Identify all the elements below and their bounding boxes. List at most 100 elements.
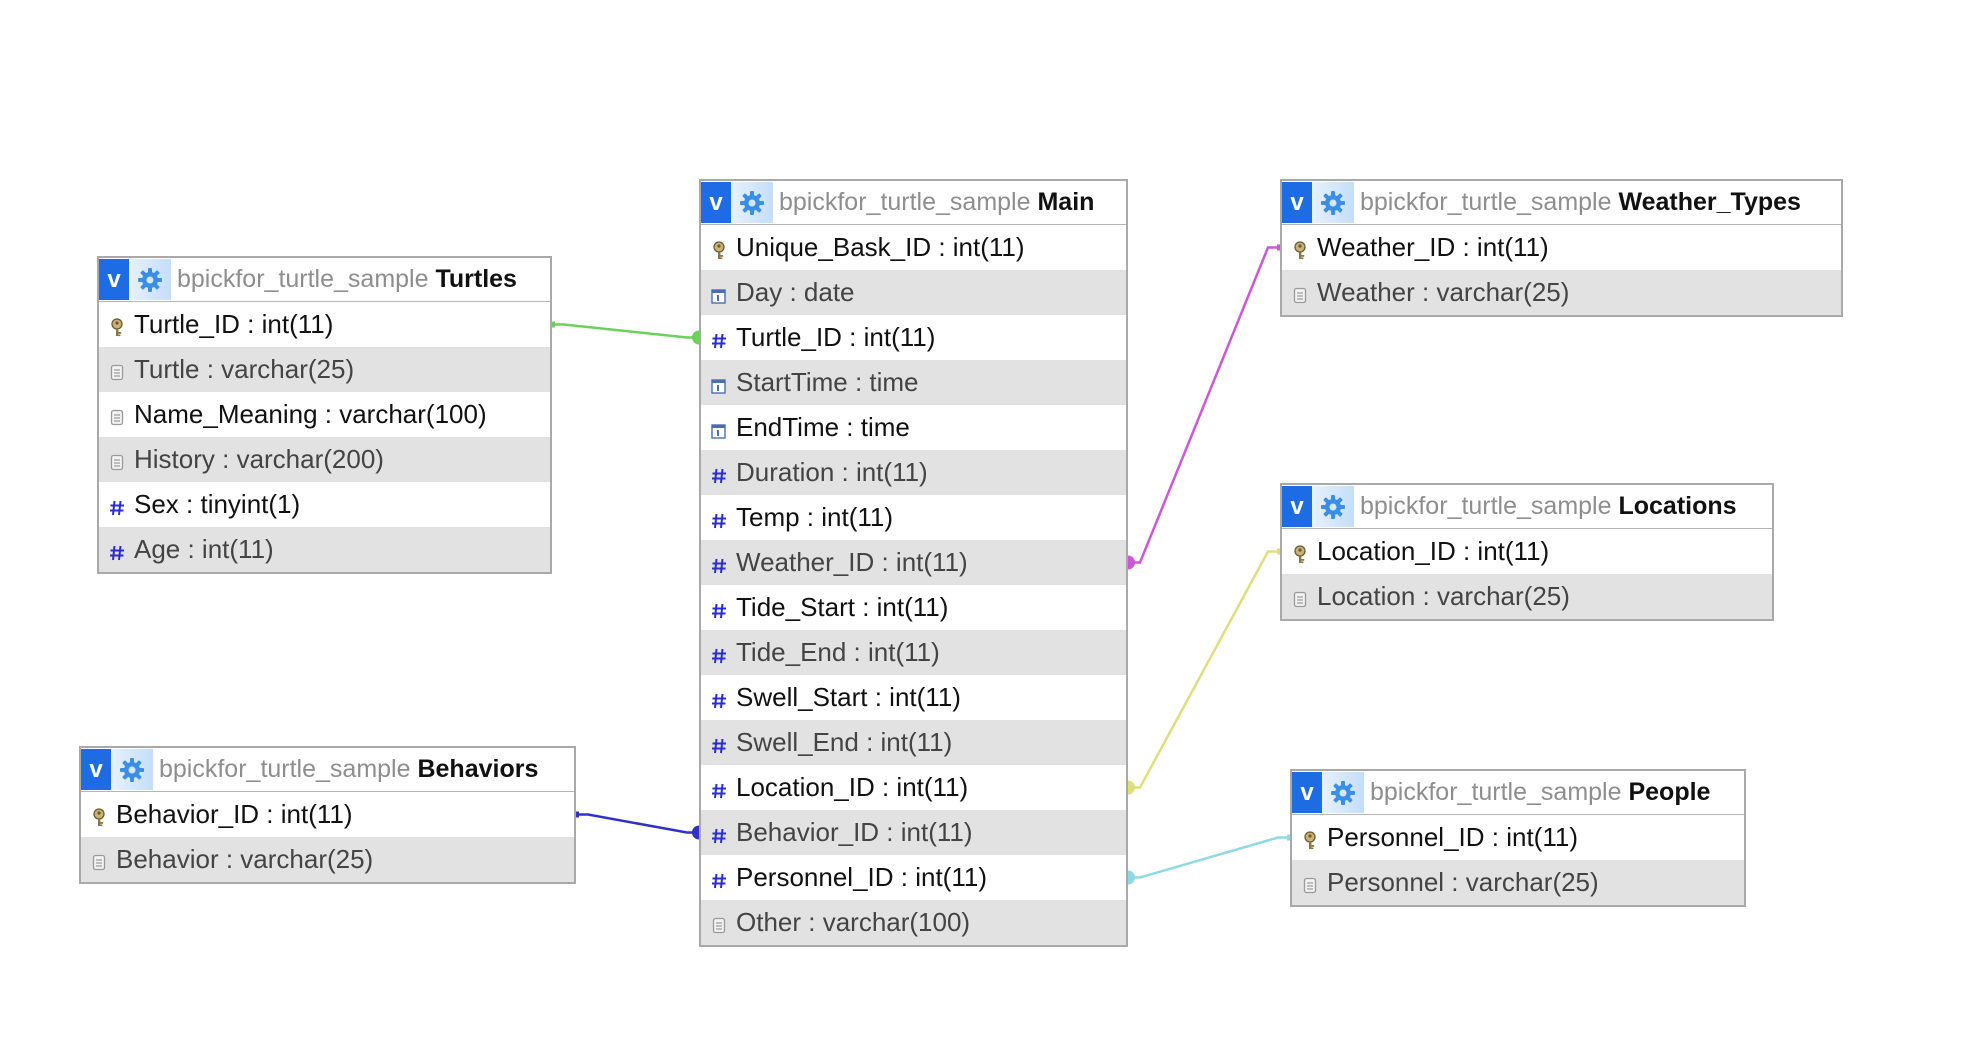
database-name: bpickfor_turtle_sample xyxy=(177,265,429,293)
column-row[interactable]: Behavior_ID : int(11) xyxy=(81,792,574,837)
table-weather-types[interactable]: v bpickfor_turtle_sample Weather_Types W… xyxy=(1280,179,1843,317)
column-label: Age : int(11) xyxy=(134,534,274,564)
hash-icon xyxy=(99,493,134,517)
column-row[interactable]: Duration : int(11) xyxy=(701,450,1126,495)
text-field-icon xyxy=(1282,281,1317,304)
column-row[interactable]: Weather : varchar(25) xyxy=(1282,270,1841,315)
column-list: Personnel_ID : int(11) Personnel : varcha… xyxy=(1292,815,1744,905)
column-row[interactable]: Weather_ID : int(11) xyxy=(701,540,1126,585)
relation-line[interactable] xyxy=(552,323,699,339)
hash-icon xyxy=(701,731,736,755)
column-row[interactable]: Turtle_ID : int(11) xyxy=(99,302,550,347)
table-name: People xyxy=(1628,778,1711,806)
gear-icon[interactable] xyxy=(129,259,171,300)
column-row[interactable]: Other : varchar(100) xyxy=(701,900,1126,945)
text-field-icon xyxy=(99,448,134,471)
database-name: bpickfor_turtle_sample xyxy=(779,188,1031,216)
table-name: Locations xyxy=(1618,492,1737,520)
primary-key-icon xyxy=(1292,825,1327,851)
primary-key-icon xyxy=(81,802,116,828)
table-title: bpickfor_turtle_sample Main xyxy=(773,188,1102,217)
table-turtles[interactable]: v bpickfor_turtle_sample Turtles Turtle_… xyxy=(97,256,552,574)
column-row[interactable]: Name_Meaning : varchar(100) xyxy=(99,392,550,437)
column-label: Location : varchar(25) xyxy=(1317,581,1570,611)
column-label: Personnel_ID : int(11) xyxy=(736,862,987,892)
column-label: Personnel : varchar(25) xyxy=(1327,867,1599,897)
column-row[interactable]: Sex : tinyint(1) xyxy=(99,482,550,527)
toggle-columns-button[interactable]: v xyxy=(1282,182,1312,223)
column-label: Unique_Bask_ID : int(11) xyxy=(736,232,1025,262)
column-row[interactable]: Location_ID : int(11) xyxy=(701,765,1126,810)
column-row[interactable]: Tide_Start : int(11) xyxy=(701,585,1126,630)
column-row[interactable]: Tide_End : int(11) xyxy=(701,630,1126,675)
column-row[interactable]: Personnel_ID : int(11) xyxy=(701,855,1126,900)
column-row[interactable]: Weather_ID : int(11) xyxy=(1282,225,1841,270)
column-label: Weather_ID : int(11) xyxy=(1317,232,1549,262)
toggle-columns-button[interactable]: v xyxy=(99,259,129,300)
text-field-icon xyxy=(1282,585,1317,608)
column-list: Weather_ID : int(11) Weather : varchar(25… xyxy=(1282,225,1841,315)
gear-icon[interactable] xyxy=(731,182,773,223)
column-list: Location_ID : int(11) Location : varchar(… xyxy=(1282,529,1772,619)
table-header[interactable]: v bpickfor_turtle_sample Main xyxy=(701,181,1126,225)
column-label: Tide_End : int(11) xyxy=(736,637,940,667)
table-title: bpickfor_turtle_sample Behaviors xyxy=(153,755,546,784)
table-header[interactable]: v bpickfor_turtle_sample Locations xyxy=(1282,485,1772,529)
table-header[interactable]: v bpickfor_turtle_sample Behaviors xyxy=(81,748,574,792)
gear-icon[interactable] xyxy=(1312,182,1354,223)
primary-key-icon xyxy=(99,312,134,338)
toggle-columns-button[interactable]: v xyxy=(1292,772,1322,813)
date-icon xyxy=(701,282,736,304)
primary-key-icon xyxy=(1282,539,1317,565)
column-row[interactable]: Temp : int(11) xyxy=(701,495,1126,540)
hash-icon xyxy=(701,326,736,350)
column-row[interactable]: History : varchar(200) xyxy=(99,437,550,482)
table-main[interactable]: v bpickfor_turtle_sample Main Unique_Bas… xyxy=(699,179,1128,947)
table-name: Weather_Types xyxy=(1618,188,1801,216)
column-label: EndTime : time xyxy=(736,412,910,442)
gear-icon[interactable] xyxy=(1312,486,1354,527)
column-row[interactable]: Turtle_ID : int(11) xyxy=(701,315,1126,360)
column-label: Turtle_ID : int(11) xyxy=(736,322,936,352)
table-header[interactable]: v bpickfor_turtle_sample Weather_Types xyxy=(1282,181,1841,225)
relation-line[interactable] xyxy=(576,813,699,834)
table-behaviors[interactable]: v bpickfor_turtle_sample Behaviors Behav… xyxy=(79,746,576,884)
column-row[interactable]: Behavior_ID : int(11) xyxy=(701,810,1126,855)
toggle-columns-button[interactable]: v xyxy=(1282,486,1312,527)
column-label: Sex : tinyint(1) xyxy=(134,489,301,519)
column-label: Behavior : varchar(25) xyxy=(116,844,374,874)
relation-line[interactable] xyxy=(1128,836,1290,879)
date-icon xyxy=(701,372,736,394)
toggle-columns-button[interactable]: v xyxy=(701,182,731,223)
gear-icon[interactable] xyxy=(111,749,153,790)
date-icon xyxy=(701,417,736,439)
hash-icon xyxy=(701,641,736,665)
text-field-icon xyxy=(99,403,134,426)
column-row[interactable]: Turtle : varchar(25) xyxy=(99,347,550,392)
table-locations[interactable]: v bpickfor_turtle_sample Locations Locat… xyxy=(1280,483,1774,621)
table-header[interactable]: v bpickfor_turtle_sample Turtles xyxy=(99,258,550,302)
column-row[interactable]: EndTime : time xyxy=(701,405,1126,450)
database-name: bpickfor_turtle_sample xyxy=(159,755,411,783)
relation-line[interactable] xyxy=(1128,550,1280,789)
column-row[interactable]: Swell_End : int(11) xyxy=(701,720,1126,765)
table-people[interactable]: v bpickfor_turtle_sample People Personne… xyxy=(1290,769,1746,907)
column-row[interactable]: Location_ID : int(11) xyxy=(1282,529,1772,574)
column-row[interactable]: Day : date xyxy=(701,270,1126,315)
column-row[interactable]: Behavior : varchar(25) xyxy=(81,837,574,882)
column-row[interactable]: Swell_Start : int(11) xyxy=(701,675,1126,720)
column-row[interactable]: Age : int(11) xyxy=(99,527,550,572)
column-row[interactable]: Personnel_ID : int(11) xyxy=(1292,815,1744,860)
hash-icon xyxy=(701,821,736,845)
column-row[interactable]: Personnel : varchar(25) xyxy=(1292,860,1744,905)
column-label: Tide_Start : int(11) xyxy=(736,592,949,622)
column-row[interactable]: Location : varchar(25) xyxy=(1282,574,1772,619)
column-row[interactable]: StartTime : time xyxy=(701,360,1126,405)
hash-icon xyxy=(701,461,736,485)
gear-icon[interactable] xyxy=(1322,772,1364,813)
relation-line[interactable] xyxy=(1128,246,1280,564)
column-row[interactable]: Unique_Bask_ID : int(11) xyxy=(701,225,1126,270)
table-header[interactable]: v bpickfor_turtle_sample People xyxy=(1292,771,1744,815)
toggle-columns-button[interactable]: v xyxy=(81,749,111,790)
